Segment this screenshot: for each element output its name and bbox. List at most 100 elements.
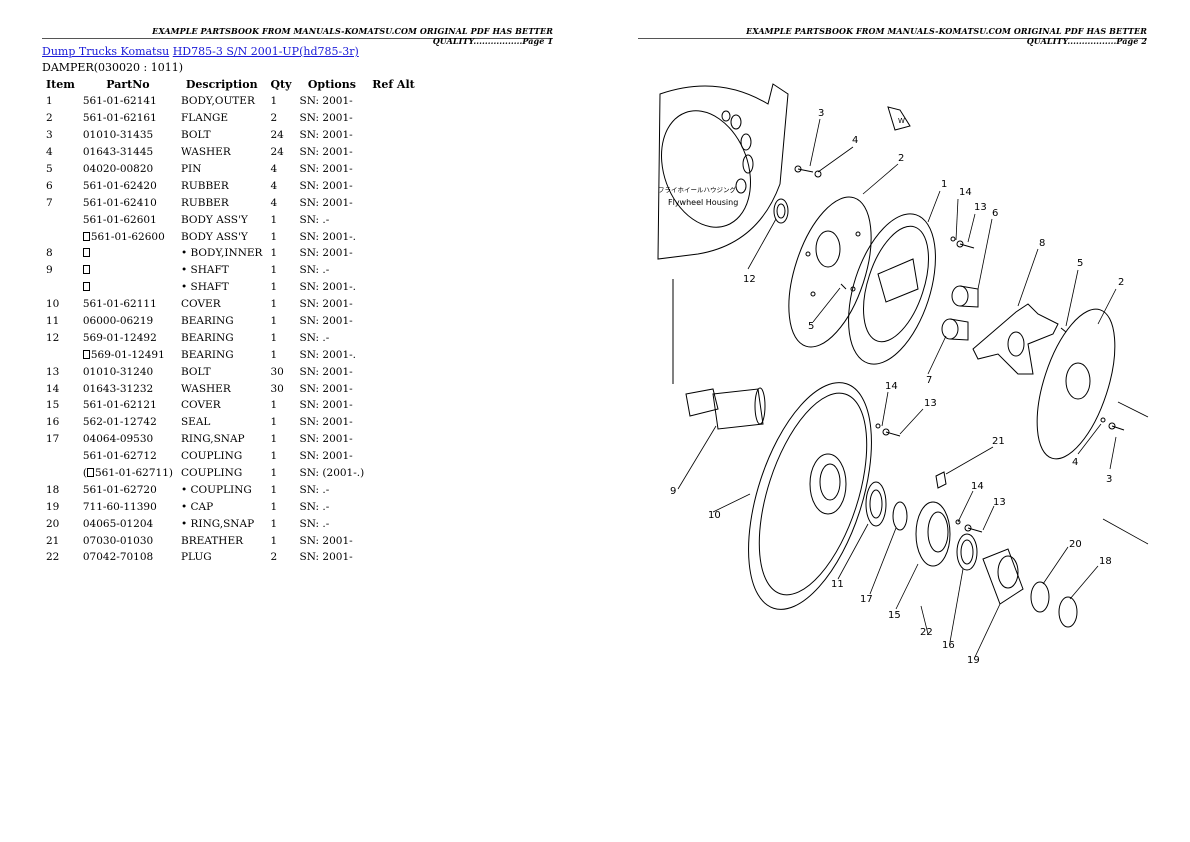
- callout-13: 13: [974, 202, 987, 213]
- cell-partno: 01010-31435: [79, 127, 177, 144]
- cell-description: RUBBER: [180, 179, 229, 192]
- cell-qty: 4: [270, 196, 278, 209]
- missing-glyph-icon: [86, 468, 94, 478]
- callout-13: 13: [993, 497, 1006, 508]
- cell-options: SN: 2001-: [299, 551, 353, 564]
- cell-item: 3: [46, 129, 53, 142]
- cell-qty: 1: [270, 500, 278, 513]
- missing-glyph-icon: [82, 265, 90, 275]
- cell-partno: 01010-31240: [79, 363, 177, 380]
- cell-options: SN: 2001-: [299, 315, 353, 328]
- coupling: [982, 548, 1024, 605]
- cell-item: 14: [46, 382, 60, 395]
- cell-partno: 561-01-62600: [79, 228, 177, 245]
- cell-partno: 561-01-62141: [79, 93, 177, 110]
- cell-options: SN: .-: [299, 213, 330, 226]
- cell-options: SN: 2001-: [299, 163, 353, 175]
- cell-partno: [79, 245, 177, 262]
- part-number: 561-01-62420: [82, 179, 157, 192]
- cell-partno: 561-01-62601: [79, 211, 177, 228]
- cell-description: BODY ASS'Y: [180, 213, 248, 226]
- cell-description: • SHAFT: [180, 281, 229, 294]
- breadcrumb-link-category[interactable]: Dump Trucks Komatsu: [42, 45, 170, 58]
- breadcrumb: Dump Trucks Komatsu HD785-3 S/N 2001-UP(…: [42, 45, 359, 58]
- cell-item: [42, 211, 79, 228]
- cell-partno: [79, 262, 177, 279]
- cell-description: BOLT: [180, 129, 211, 142]
- cell-options: SN: 2001-.: [299, 348, 357, 361]
- cell-qty: 1: [270, 247, 278, 260]
- breadcrumb-link-model[interactable]: HD785-3 S/N 2001-UP(hd785-3r): [172, 45, 359, 58]
- exploded-parts-diagram: フライホイールハウジング Flywheel Housing W 34211413…: [657, 83, 1149, 666]
- part-number: 561-01-62161: [82, 112, 157, 125]
- callout-20: 20: [1069, 539, 1082, 550]
- shaft: [672, 279, 766, 430]
- leader-lines: [677, 118, 1149, 658]
- part-number: 04064-09530: [82, 433, 154, 446]
- inner-body: [972, 303, 1059, 375]
- part-number: 07030-01030: [82, 534, 154, 547]
- cell-qty: 24: [270, 146, 284, 159]
- part-number: 561-01-62601: [82, 213, 157, 226]
- callout-11: 11: [831, 579, 844, 590]
- cell-partno: 561-01-62712: [79, 448, 177, 465]
- cell-partno: 569-01-12492: [79, 329, 177, 346]
- cell-qty: 1: [270, 298, 278, 311]
- flange-right: [1036, 308, 1116, 460]
- part-number: 01643-31445: [82, 146, 154, 159]
- cell-qty: 1: [270, 315, 278, 328]
- cell-item: 20: [46, 517, 60, 530]
- bolts: [794, 165, 1125, 533]
- cell-options: SN: (2001-.): [299, 467, 365, 480]
- item-number: 8: [46, 247, 53, 260]
- cell-description: COVER: [180, 298, 221, 311]
- part-number: 711-60-11390: [82, 500, 157, 513]
- cell-qty: 1: [270, 95, 278, 108]
- cover: [748, 382, 872, 610]
- cell-qty: 1: [270, 213, 278, 226]
- cell-qty: 1: [270, 483, 278, 496]
- callout-8: 8: [1039, 238, 1045, 249]
- cell-item: 12: [46, 331, 60, 344]
- cell-options: SN: 2001-.: [299, 281, 357, 294]
- cell-description: RING,SNAP: [180, 433, 245, 446]
- table-row: 561-01-62601 BODY ASS'Y 1 SN: .-: [42, 211, 419, 228]
- cell-item: [42, 448, 79, 465]
- cell-description: BEARING: [180, 315, 234, 328]
- cell-qty: 1: [270, 348, 278, 361]
- cell-partno: 561-01-62420: [79, 177, 177, 194]
- cell-partno: 06000-06219: [79, 313, 177, 330]
- header-partno: PartNo: [106, 78, 150, 91]
- cell-qty: 1: [270, 467, 278, 480]
- callout-2: 2: [898, 153, 904, 164]
- callout-16: 16: [942, 640, 955, 651]
- cell-partno: 561-01-62121: [79, 397, 177, 414]
- page-header-right: EXAMPLE PARTSBOOK FROM MANUALS-KOMATSU.C…: [638, 26, 1147, 46]
- cell-qty: 30: [270, 382, 284, 395]
- cell-description: BODY,OUTER: [180, 95, 255, 108]
- direction-label: W: [898, 117, 905, 125]
- cell-description: RUBBER: [180, 196, 229, 209]
- cell-qty: 4: [270, 179, 278, 192]
- cell-partno: 569-01-12491: [79, 346, 177, 363]
- cell-options: SN: 2001-: [299, 129, 353, 142]
- cell-description: • CAP: [180, 500, 214, 513]
- part-number: 01643-31232: [82, 382, 154, 395]
- cell-options: SN: 2001-: [299, 179, 353, 192]
- cell-description: BODY ASS'Y: [180, 230, 248, 243]
- cell-item: 22: [46, 551, 60, 564]
- callout-3: 3: [818, 108, 824, 119]
- cell-options: SN: 2001-: [299, 298, 353, 311]
- cell-item: 15: [46, 399, 60, 412]
- callout-12: 12: [743, 274, 756, 285]
- cell-item: [42, 465, 79, 482]
- cell-description: BEARING: [180, 331, 234, 344]
